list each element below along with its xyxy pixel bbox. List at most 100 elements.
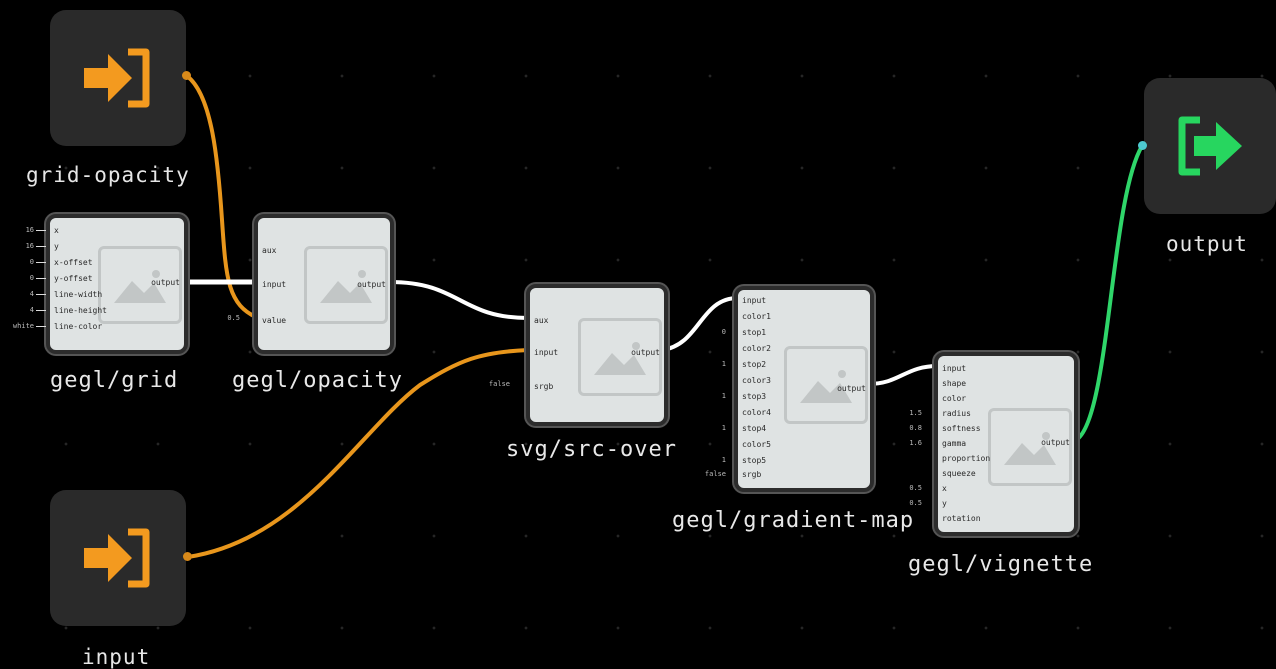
grid-input-y-offset: y-offset: [54, 274, 93, 283]
src-over-input-aux: aux: [534, 316, 549, 325]
wire-grid-opacity-to-opacity-value: [185, 74, 259, 320]
src-over-input-input: input: [534, 348, 559, 357]
grid-value-x: 16: [25, 226, 34, 234]
vignette-input-gamma: gamma: [942, 439, 967, 448]
vignette-input-rotation: rotation: [942, 514, 981, 523]
opacity-value-value: 0.5: [227, 314, 240, 322]
opacity-node[interactable]: aux input value output: [254, 214, 394, 354]
gradient-map-value-srgb: false: [704, 470, 726, 478]
gradient-map-input-color2: color2: [742, 344, 771, 353]
vignette-value-gamma: 1.6: [909, 439, 922, 447]
gradient-map-input-srgb: srgb: [742, 470, 762, 479]
src-over-input-srgb: srgb: [534, 382, 554, 391]
gradient-map-input-stop2: stop2: [742, 360, 767, 369]
image-placeholder-icon: [114, 270, 166, 303]
opacity-input-input: input: [262, 280, 287, 289]
output-input-pin[interactable]: [1138, 141, 1147, 150]
input-node[interactable]: [50, 490, 186, 626]
vignette-input-input: input: [942, 364, 967, 373]
vignette-input-squeeze: squeeze: [942, 469, 976, 478]
gradient-map-value-stop1: 0: [721, 328, 726, 336]
gradient-map-input-color4: color4: [742, 408, 771, 417]
opacity-output: output: [357, 280, 386, 289]
vignette-node-label: gegl/vignette: [908, 552, 1094, 577]
gradient-map-value-stop3: 1: [721, 392, 726, 400]
input-arrow-icon: [84, 48, 150, 108]
vignette-output: output: [1041, 438, 1070, 447]
vignette-value-x: 0.5: [909, 484, 922, 492]
vignette-input-softness: softness: [942, 424, 981, 433]
output-label: output: [1166, 232, 1248, 256]
gradient-map-input-stop1: stop1: [742, 328, 767, 337]
grid-value-y: 16: [25, 242, 34, 250]
image-placeholder-icon: [800, 370, 852, 403]
image-placeholder-icon: [320, 270, 372, 303]
gradient-map-output: output: [837, 384, 866, 393]
grid-value-x-offset: 0: [29, 258, 34, 266]
src-over-node-label: svg/src-over: [506, 437, 677, 462]
opacity-thumbnail: [304, 246, 388, 324]
gradient-map-input-input: input: [742, 296, 767, 305]
wire-input-to-src-over-input: [187, 348, 529, 559]
input-label: input: [82, 645, 151, 669]
grid-node[interactable]: x y x-offset y-offset line-width line-he…: [46, 214, 188, 354]
output-node[interactable]: [1144, 78, 1276, 214]
gradient-map-input-stop5: stop5: [742, 456, 767, 465]
grid-value-y-offset: 0: [29, 274, 34, 282]
vignette-input-y: y: [942, 499, 947, 508]
grid-input-x: x: [54, 226, 59, 235]
vignette-input-proportion: proportion: [942, 454, 991, 463]
vignette-thumbnail: [988, 408, 1072, 486]
vignette-node[interactable]: input shape color radius softness gamma …: [934, 352, 1078, 536]
grid-input-line-height: line-height: [54, 306, 107, 315]
input-arrow-icon: [84, 528, 150, 588]
output-arrow-icon: [1178, 116, 1242, 176]
gradient-map-thumbnail: [784, 346, 868, 424]
gradient-map-value-stop2: 1: [721, 360, 726, 368]
src-over-thumbnail: [578, 318, 662, 396]
vignette-value-y: 0.5: [909, 499, 922, 507]
gradient-map-node-label: gegl/gradient-map: [672, 508, 915, 533]
opacity-input-value: value: [262, 316, 287, 325]
wire-gradient-map-to-vignette: [867, 364, 939, 386]
src-over-node[interactable]: aux input srgb output: [526, 284, 668, 426]
gradient-map-value-stop4: 1: [721, 424, 726, 432]
src-over-value-srgb: false: [488, 380, 510, 388]
gradient-map-input-color1: color1: [742, 312, 771, 321]
vignette-input-color: color: [942, 394, 967, 403]
grid-value-line-width: 4: [29, 290, 34, 298]
grid-opacity-label: grid-opacity: [26, 163, 190, 187]
vignette-input-x: x: [942, 484, 947, 493]
opacity-node-label: gegl/opacity: [232, 368, 403, 393]
vignette-value-softness: 0.8: [909, 424, 922, 432]
grid-input-x-offset: x-offset: [54, 258, 93, 267]
wire-opacity-to-src-over-aux: [389, 280, 529, 320]
vignette-input-radius: radius: [942, 409, 971, 418]
wire-vignette-to-output: [1074, 144, 1144, 442]
grid-opacity-output-pin[interactable]: [182, 71, 191, 80]
src-over-output: output: [631, 348, 660, 357]
gradient-map-node[interactable]: input color1 stop1 color2 stop2 color3 s…: [734, 286, 874, 492]
grid-input-y: y: [54, 242, 59, 251]
gradient-map-input-color5: color5: [742, 440, 771, 449]
grid-input-line-width: line-width: [54, 290, 103, 299]
gradient-map-input-color3: color3: [742, 376, 771, 385]
grid-value-line-color: white: [12, 322, 34, 330]
grid-node-label: gegl/grid: [50, 368, 179, 393]
grid-thumbnail: [98, 246, 182, 324]
gradient-map-value-stop5: 1: [721, 456, 726, 464]
input-output-pin[interactable]: [183, 552, 192, 561]
grid-output: output: [151, 278, 180, 287]
vignette-input-shape: shape: [942, 379, 967, 388]
wire-src-over-to-gradient-map: [661, 296, 739, 352]
opacity-input-aux: aux: [262, 246, 277, 255]
grid-value-line-height: 4: [29, 306, 34, 314]
image-placeholder-icon: [594, 342, 646, 375]
gradient-map-input-stop4: stop4: [742, 424, 767, 433]
grid-opacity-input-node[interactable]: [50, 10, 186, 146]
vignette-value-radius: 1.5: [909, 409, 922, 417]
gradient-map-input-stop3: stop3: [742, 392, 767, 401]
grid-input-line-color: line-color: [54, 322, 103, 331]
image-placeholder-icon: [1004, 432, 1056, 465]
